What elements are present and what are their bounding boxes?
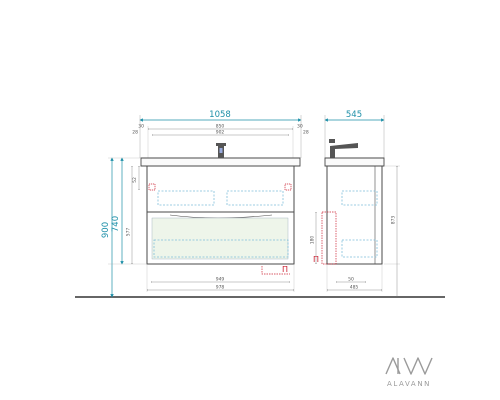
right-fixing-point xyxy=(284,183,292,191)
front-pipe-zone-marker xyxy=(261,266,290,275)
lower-storage-zone xyxy=(153,239,289,258)
side-depth-label: 545 xyxy=(346,110,362,120)
front-right-side-label: 28 xyxy=(303,130,309,136)
side-pipe-zone-height-label: 180 xyxy=(310,236,316,245)
front-left-offset-label: 30 xyxy=(138,124,144,130)
front-cabinet-height-label: 740 xyxy=(111,216,121,232)
front-inner-width-label: 902 xyxy=(216,130,225,136)
side-base-depth-label: 485 xyxy=(350,285,359,291)
front-base-width-label: 978 xyxy=(216,285,225,291)
brand-name: ALAVANN xyxy=(387,380,431,388)
upper-right-storage-zone xyxy=(226,190,284,206)
side-faucet-icon xyxy=(329,139,358,158)
brand-logo: ALAVANN xyxy=(385,357,433,388)
front-view: 1058 850 902 30 30 28 28 xyxy=(101,110,309,298)
alavann-logo-icon xyxy=(385,357,433,375)
side-upper-storage-zone xyxy=(341,190,378,206)
front-drawer-gap-label: 52 xyxy=(132,177,138,183)
faucet-icon xyxy=(216,143,226,158)
side-cabinet-height-label: 873 xyxy=(391,216,397,225)
front-overall-width-label: 1058 xyxy=(209,110,231,120)
front-drawer-inner-width-label: 949 xyxy=(216,277,225,283)
upper-left-storage-zone xyxy=(157,190,215,206)
side-lower-storage-zone xyxy=(341,239,378,258)
left-fixing-point xyxy=(148,183,156,191)
front-total-height-label: 900 xyxy=(101,222,111,238)
front-left-side-label: 28 xyxy=(132,130,138,136)
side-basin-profile xyxy=(324,157,385,167)
front-pipe-marker-label: П xyxy=(282,265,288,274)
side-pipe-zone xyxy=(321,211,337,265)
side-pipe-offset-label: 50 xyxy=(348,277,354,283)
front-basin-width-label: 850 xyxy=(216,124,225,130)
front-right-offset-label: 30 xyxy=(297,124,303,130)
side-view: 545 П 180 873 50 485 xyxy=(310,110,400,298)
side-cabinet-body xyxy=(326,165,383,265)
front-drawer-height-label: 577 xyxy=(126,228,132,237)
basin-top xyxy=(140,157,301,167)
lower-drawer-panel xyxy=(151,217,289,260)
